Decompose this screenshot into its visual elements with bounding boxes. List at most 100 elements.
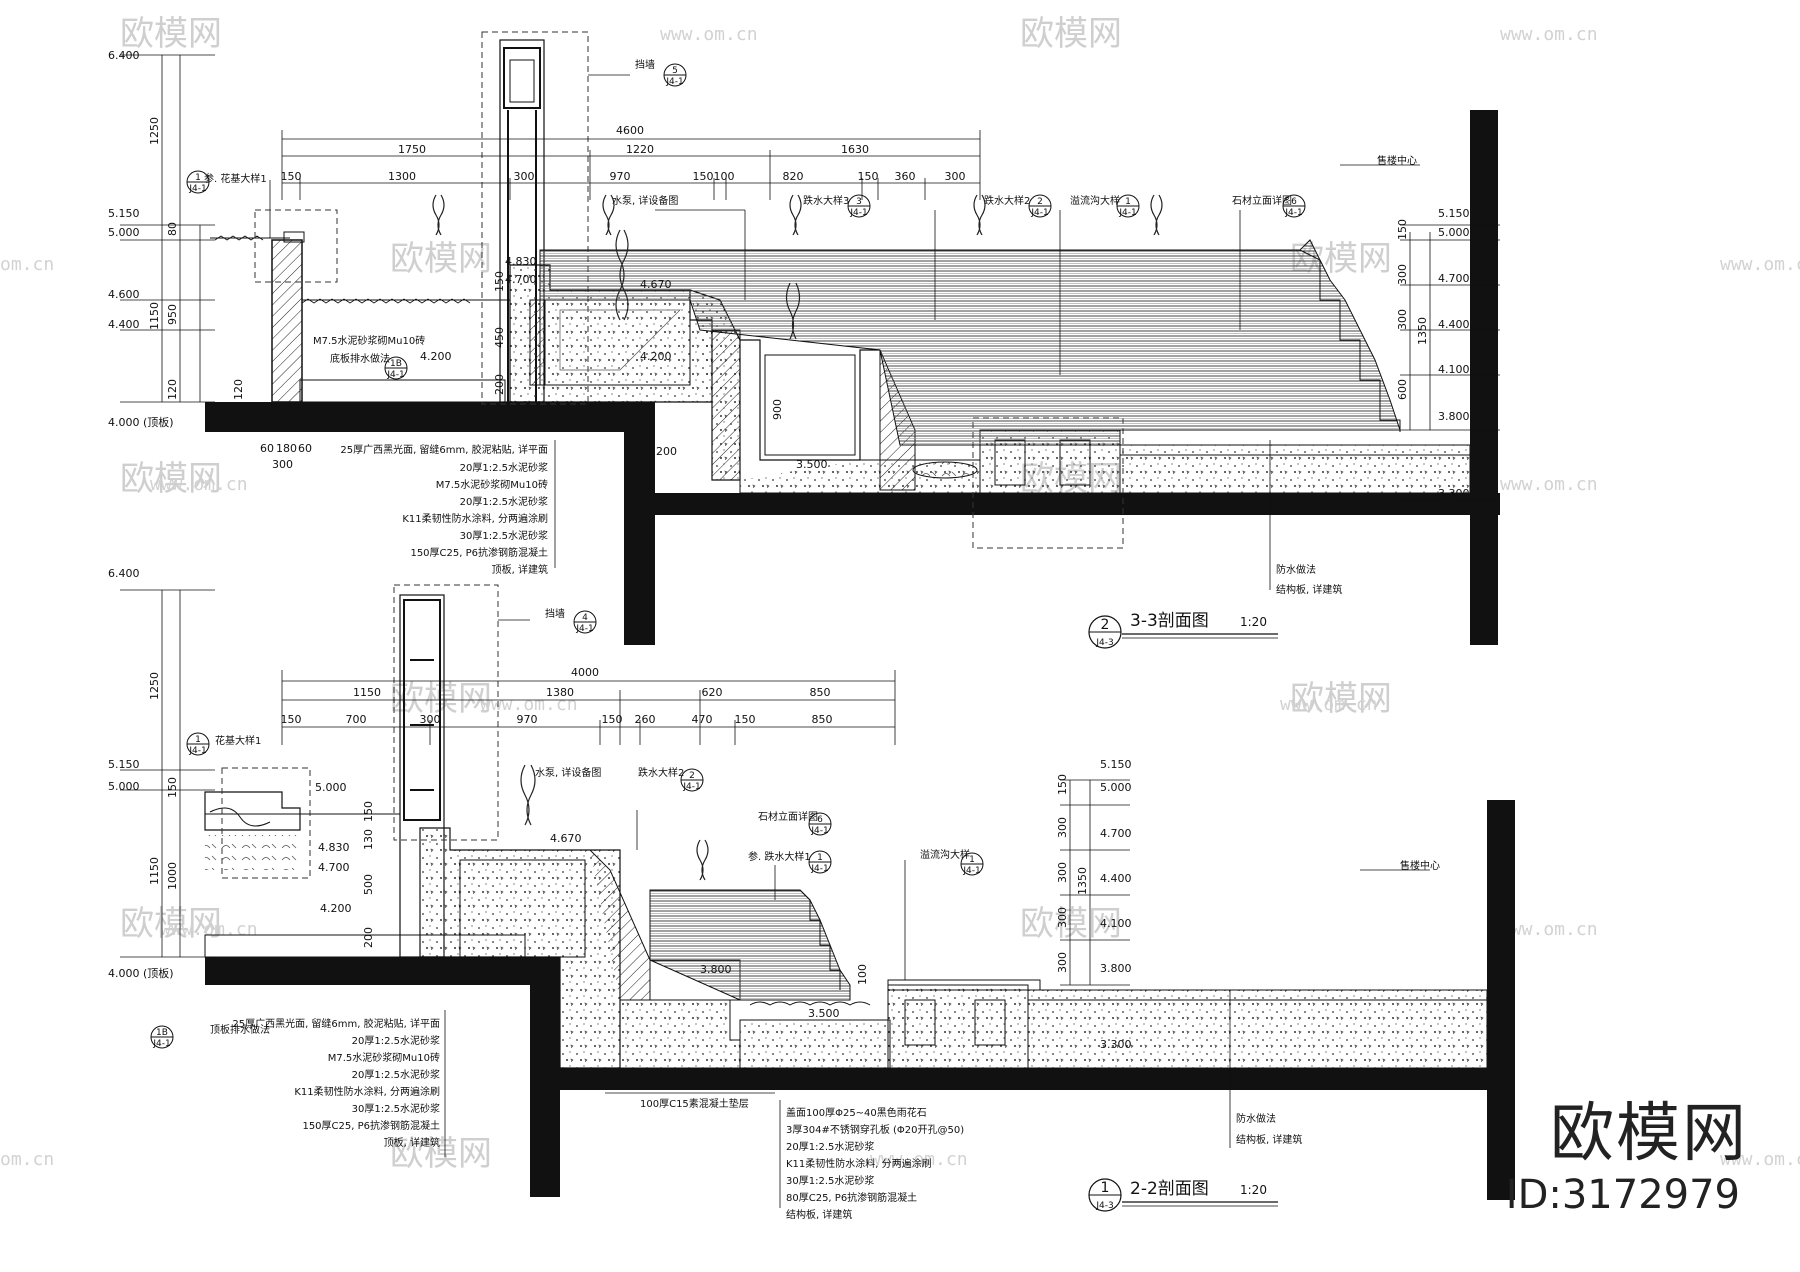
dimension-text: 1250 [148, 117, 161, 145]
layer-text: K11柔韧性防水涂料, 分两遍涂刷 [402, 512, 548, 525]
dimension-text: 700 [346, 713, 367, 726]
level-label: 4.600 [108, 288, 140, 301]
callout-text: 结构板, 详建筑 [1236, 1133, 1302, 1146]
dimension-text: 180 [276, 442, 297, 455]
level-label: 5.000 [1100, 781, 1132, 794]
watermark-url: om.cn [0, 1149, 54, 1170]
mark-number: 1 [1125, 197, 1131, 207]
callout-text: 水泵, 详设备图 [535, 766, 601, 779]
level-label: 5.000 [315, 781, 347, 794]
watermark-brand: 欧模网 [120, 14, 222, 54]
dimension-text: 150 [735, 713, 756, 726]
layer-text: M7.5水泥砂浆砌Mu10砖 [436, 478, 548, 491]
title-index-number: 2 [1101, 617, 1110, 633]
mark-number: 6 [817, 815, 823, 825]
level-label: 4.830 [318, 841, 350, 854]
level-label: 3.800 [1100, 962, 1132, 975]
dimension-text: 970 [517, 713, 538, 726]
dimension-text: 150 [1056, 774, 1069, 795]
watermark-brand: 欧模网 [390, 1134, 492, 1174]
level-label: 5.000 [108, 780, 140, 793]
level-label: 4.400 [108, 318, 140, 331]
dimension-text: 150 [858, 170, 879, 183]
callout-text: 溢流沟大样 [920, 848, 970, 861]
level-label: 4.700 [318, 861, 350, 874]
level-label: 5.150 [108, 758, 140, 771]
dimension-text: 150 [166, 777, 179, 798]
title-index-sheet: J4-3 [1095, 638, 1113, 648]
bottom-callouts: 花基大样1 挡墙 水泵, 详设备图 跌水大样2 石材立面详图 参. 跌水大样1 … [210, 607, 1440, 1146]
dimension-text: 80 [166, 222, 179, 236]
callout-text: 100厚C15素混凝土垫层 [640, 1097, 749, 1110]
callout-text: 溢流沟大样 [1070, 194, 1120, 207]
dimension-text: 850 [810, 686, 831, 699]
bottom-title-block: 1 J4-3 2-2剖面图 1:20 [1088, 1178, 1278, 1212]
dimension-text: 300 [1056, 907, 1069, 928]
watermark-brand: 欧模网 [1020, 904, 1122, 944]
top-level-labels: 6.400 5.150 5.000 4.600 4.400 4.000 (顶板)… [108, 49, 1470, 500]
mark-number: 2 [689, 771, 695, 781]
mark-sheet: J4-1 [188, 746, 206, 756]
mark-sheet: J4-1 [1030, 208, 1048, 218]
level-label: 4.700 [1438, 272, 1470, 285]
layer-text: 20厚1:2.5水泥砂浆 [460, 495, 548, 508]
callout-text: 挡墙 [635, 58, 655, 71]
dimension-text: 500 [362, 874, 375, 895]
dimension-text: 620 [702, 686, 723, 699]
callout-text: 挡墙 [545, 607, 565, 620]
dimension-text: 970 [610, 170, 631, 183]
dimension-text: 900 [771, 399, 784, 420]
mark-number: 6 [1291, 197, 1297, 207]
fountain-plant [432, 194, 1163, 340]
level-label: 3.500 [808, 1007, 840, 1020]
level-label: 3.800 [1438, 410, 1470, 423]
dimension-text: 150 [362, 801, 375, 822]
callout-text: 参. 跌水大样1 [748, 850, 811, 863]
dimension-text: 450 [493, 327, 506, 348]
level-label: 3.300 [1438, 487, 1470, 500]
bottom-dimensions: 4000 1150 1380 620 850 150 700 300 970 1… [281, 666, 833, 726]
layer-text: 150厚C25, P6抗渗钢筋混凝土 [302, 1119, 440, 1132]
watermark-url: www.om.cn [1280, 694, 1378, 715]
level-label: 4.670 [550, 832, 582, 845]
mark-sheet: J4-1 [386, 370, 404, 380]
section-title: 3-3剖面图 [1130, 611, 1209, 631]
level-label: 5.000 [1438, 226, 1470, 239]
watermark-url: www.om.cn [870, 1149, 968, 1170]
dimension-text: 1000 [166, 862, 179, 890]
level-label: 4.100 [1100, 917, 1132, 930]
dimension-text: 300 [420, 713, 441, 726]
dimension-text: 200 [362, 927, 375, 948]
callout-text: 防水做法 [1236, 1112, 1276, 1125]
layer-text: K11柔韧性防水涂料, 分两遍涂刷 [786, 1157, 932, 1170]
dimension-text: 120 [232, 379, 245, 400]
mark-number: 1 [817, 853, 823, 863]
dimension-text: 200 [493, 374, 506, 395]
mark-sheet: J4-1 [682, 782, 700, 792]
callout-text: 顶板排水做法 [210, 1023, 270, 1036]
section-scale: 1:20 [1240, 1183, 1267, 1197]
level-label: 6.400 [108, 49, 140, 62]
bottom-index-marks: 1 J4-1 4 J4-1 2 J4-1 6 J4-1 1 J4-1 1 J4-… [150, 610, 984, 1049]
mark-number: 1 [969, 855, 975, 865]
dimension-text: 150 [1396, 219, 1409, 240]
callout-text: 售楼中心 [1377, 154, 1417, 167]
layer-text: 80厚C25, P6抗渗钢筋混凝土 [786, 1191, 917, 1204]
level-label: 4.700 [1100, 827, 1132, 840]
layer-text: K11柔韧性防水涂料, 分两遍涂刷 [294, 1085, 440, 1098]
dimension-text: 300 [1396, 264, 1409, 285]
level-label: 4.000 (顶板) [108, 415, 174, 429]
dimension-text: 120 [166, 379, 179, 400]
callout-text: 底板排水做法 [330, 352, 390, 365]
layer-text: M7.5水泥砂浆砌Mu10砖 [328, 1051, 440, 1064]
level-label: 6.400 [108, 567, 140, 580]
watermark-url: www.om.cn [660, 24, 758, 45]
callout-text: 售楼中心 [1400, 859, 1440, 872]
section-2-2 [120, 584, 1515, 1208]
mark-sheet: J4-1 [810, 826, 828, 836]
layer-text: 30厚1:2.5水泥砂浆 [786, 1174, 874, 1187]
level-label: 4.200 [640, 350, 672, 363]
dimension-text: 300 [1056, 952, 1069, 973]
